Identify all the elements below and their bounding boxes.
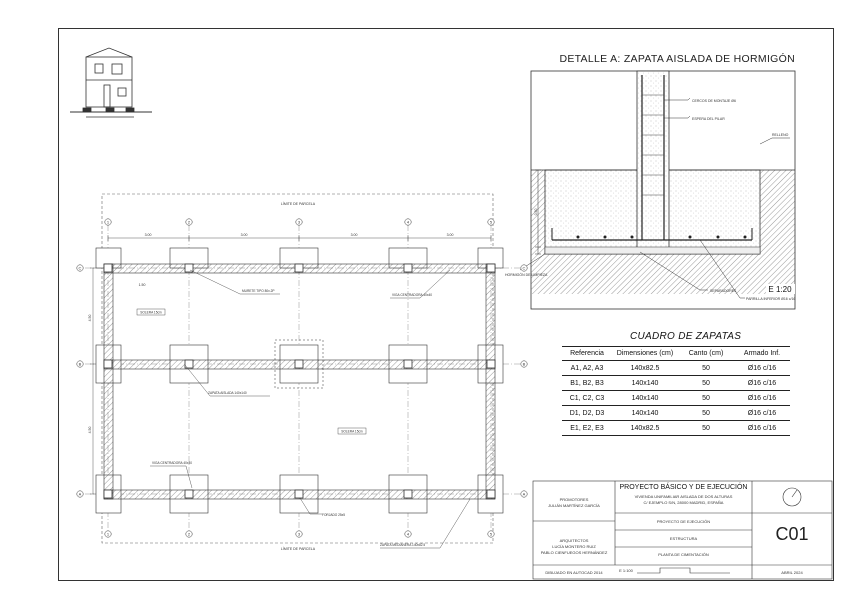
detail-title: DETALLE A: ZAPATA AISLADA DE HORMIGÓN bbox=[559, 52, 795, 65]
label-hormigon-limpieza: HORMIGÓN DE LIMPIEZA bbox=[505, 272, 548, 277]
axis-label-4-top: 4 bbox=[407, 220, 410, 225]
elevation-thumbnail bbox=[70, 47, 152, 118]
cell-armado: Ø16 c/16 bbox=[734, 390, 790, 406]
axis-label-5-bottom: 5 bbox=[490, 532, 493, 537]
table-row: A1, A2, A3 140x82.5 50 Ø16 c/16 bbox=[562, 360, 790, 376]
footing-table: Referencia Dimensiones (cm) Canto (cm) A… bbox=[562, 346, 790, 436]
cell-canto: 50 bbox=[678, 390, 734, 406]
cell-dim: 140x140 bbox=[612, 390, 678, 406]
axis-label-c-right: C bbox=[523, 266, 526, 271]
cell-dim: 140x82.5 bbox=[612, 360, 678, 376]
note-zapata-medianera: ZAPATA MEDIANERA 140x82.5 bbox=[380, 543, 425, 547]
title-row-1: PROYECTO DE EJECUCIÓN bbox=[656, 519, 711, 524]
architect-name-2: PABLO CIENFUEGOS HERNÁNDEZ bbox=[540, 550, 608, 555]
table-row: E1, E2, E3 140x82.5 50 Ø16 c/16 bbox=[562, 420, 790, 436]
side-dim-1: 4.50 bbox=[88, 315, 92, 322]
axis-label-c-left: C bbox=[79, 266, 82, 271]
axis-label-1-top: 1 bbox=[107, 220, 110, 225]
note-forjado: FORJADO 25x5 bbox=[322, 513, 345, 517]
dim-3: 3.00 bbox=[351, 233, 358, 237]
promotor-label: PROMOTORES bbox=[559, 497, 589, 502]
label-cercos: CERCOS DE MONTAJE Ø6 bbox=[692, 99, 736, 103]
cell-dim: 140x140 bbox=[612, 375, 678, 391]
project-subtitle-1: VIVIENDA UNIFAMILIAR AISLADA DE DOS ALTU… bbox=[634, 494, 733, 499]
title-block bbox=[532, 480, 833, 580]
foundation-plan: C B A C B A 1 2 3 4 5 1 2 3 4 5 3.00 bbox=[76, 193, 528, 551]
axis-label-a-right: A bbox=[523, 492, 526, 497]
label-relleno: RELLENO bbox=[772, 133, 789, 137]
project-subtitle-2: C/ EJEMPLO S/N, 28000 MADRID, ESPAÑA bbox=[643, 500, 724, 505]
detail-a-drawing: 0.50 CERCOS DE MONTAJE Ø6 ESPERA DEL PIL… bbox=[505, 70, 796, 310]
axis-label-3-top: 3 bbox=[298, 220, 301, 225]
sheet-code: C01 bbox=[775, 524, 809, 544]
project-title: PROYECTO BÁSICO Y DE EJECUCIÓN bbox=[619, 484, 748, 491]
promotor-name: JULIÁN MARTÍNEZ GARCÍA bbox=[548, 503, 600, 508]
axis-label-b-left: B bbox=[79, 362, 82, 367]
cell-armado: Ø16 c/16 bbox=[734, 375, 790, 391]
axis-label-5-top: 5 bbox=[490, 220, 493, 225]
svg-text:0.50: 0.50 bbox=[534, 209, 538, 216]
boundary-top-label: LÍMITE DE PARCELA bbox=[281, 202, 316, 206]
detail-scale: E 1:20 bbox=[768, 285, 792, 294]
col-header-armado: Armado Inf. bbox=[734, 346, 790, 361]
cell-ref: D1, D2, D3 bbox=[562, 405, 612, 421]
note-viga-left: VIGA CENTRADORA 40x40 bbox=[152, 461, 192, 465]
axis-label-a-left: A bbox=[79, 492, 82, 497]
cell-ref: B1, B2, B3 bbox=[562, 375, 612, 391]
axis-label-3-bottom: 3 bbox=[298, 532, 301, 537]
cell-canto: 50 bbox=[678, 360, 734, 376]
boundary-bottom-label: LÍMITE DE PARCELA bbox=[281, 547, 316, 551]
architect-label: ARQUITECTOS bbox=[559, 538, 589, 543]
footer-scale: E 1:100 bbox=[619, 568, 633, 573]
cell-canto: 50 bbox=[678, 375, 734, 391]
architect-name-1: LUCÍA MONTERO RUIZ bbox=[552, 544, 596, 549]
axis-label-b-right: B bbox=[523, 362, 526, 367]
axis-label-2-bottom: 2 bbox=[188, 532, 191, 537]
cell-dim: 140x140 bbox=[612, 405, 678, 421]
footer-date: ABRIL 2024 bbox=[781, 570, 803, 575]
title-row-3: PLANTA DE CIMENTACIÓN bbox=[658, 552, 709, 557]
footer-left: DIBUJADO EN AUTOCAD 2014 bbox=[545, 570, 603, 575]
col-header-canto: Canto (cm) bbox=[678, 346, 734, 361]
table-row: B1, B2, B3 140x140 50 Ø16 c/16 bbox=[562, 375, 790, 391]
dim-2: 3.00 bbox=[241, 233, 248, 237]
axis-label-1-bottom: 1 bbox=[107, 532, 110, 537]
cell-ref: C1, C2, C3 bbox=[562, 390, 612, 406]
note-zapata: ZAPATA AISLADA 140x140 bbox=[208, 391, 247, 395]
table-header-row: Referencia Dimensiones (cm) Canto (cm) A… bbox=[562, 346, 790, 361]
table-row: C1, C2, C3 140x140 50 Ø16 c/16 bbox=[562, 390, 790, 406]
cell-canto: 50 bbox=[678, 420, 734, 436]
axis-label-2-top: 2 bbox=[188, 220, 191, 225]
col-header-ref: Referencia bbox=[562, 346, 612, 361]
cell-canto: 50 bbox=[678, 405, 734, 421]
axis-label-4-bottom: 4 bbox=[407, 532, 410, 537]
note-muro: MURETE TIPO 80x.2P bbox=[242, 289, 275, 293]
label-separadores: SEPARADORES bbox=[710, 289, 737, 293]
note-solera-2: SOLERA 15cm bbox=[341, 430, 363, 434]
cell-armado: Ø16 c/16 bbox=[734, 360, 790, 376]
side-dim-2: 4.50 bbox=[88, 427, 92, 434]
footing-table-title: CUADRO DE ZAPATAS bbox=[630, 331, 742, 342]
label-espera: ESPERA DEL PILAR bbox=[692, 117, 725, 121]
cell-armado: Ø16 c/16 bbox=[734, 420, 790, 436]
table-row: D1, D2, D3 140x140 50 Ø16 c/16 bbox=[562, 405, 790, 421]
cell-armado: Ø16 c/16 bbox=[734, 405, 790, 421]
cell-ref: E1, E2, E3 bbox=[562, 420, 612, 436]
dim-4: 3.00 bbox=[447, 233, 454, 237]
cell-ref: A1, A2, A3 bbox=[562, 360, 612, 376]
dim-1: 3.00 bbox=[145, 233, 152, 237]
note-viga-top: VIGA CENTRADORA 40x40 bbox=[392, 293, 432, 297]
dim-small: 1.50 bbox=[139, 283, 146, 287]
cell-dim: 140x82.5 bbox=[612, 420, 678, 436]
note-solera-1: SOLERA 15cm bbox=[140, 311, 162, 315]
col-header-dim: Dimensiones (cm) bbox=[612, 346, 678, 361]
label-parrilla: PARRILLA INFERIOR Ø16 c/16 bbox=[746, 297, 795, 301]
title-row-2: ESTRUCTURA bbox=[669, 536, 698, 541]
